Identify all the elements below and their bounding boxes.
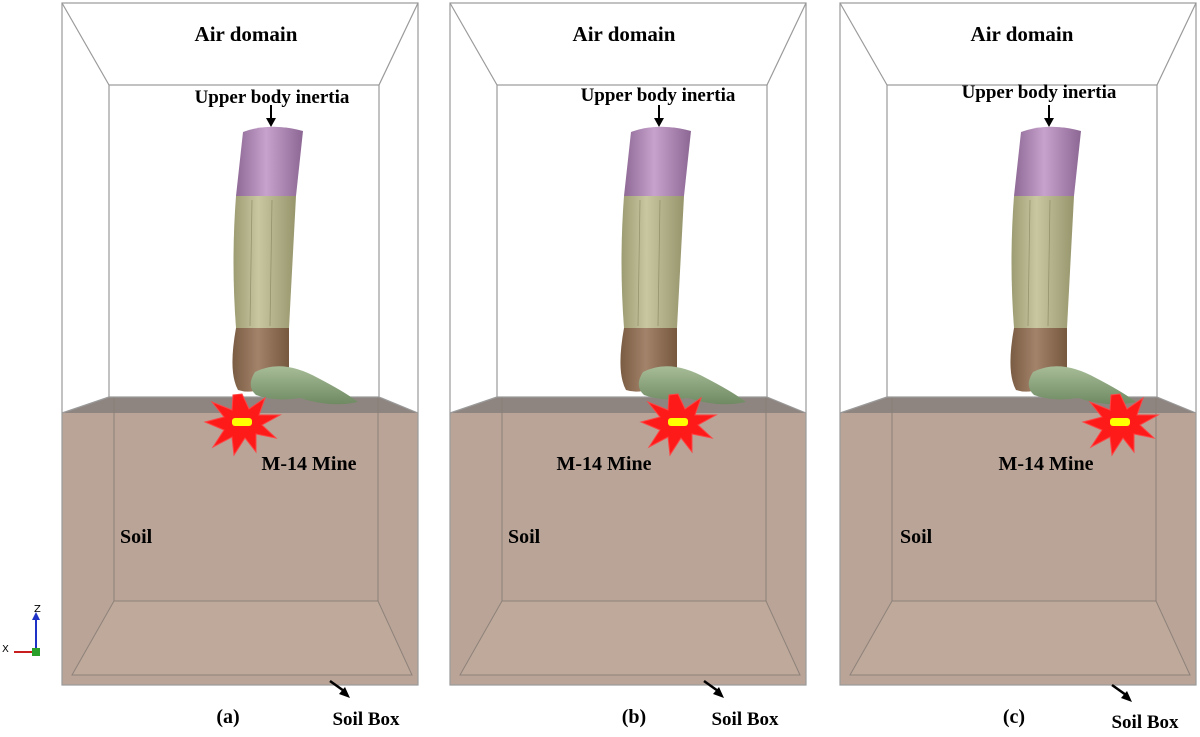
- mine-explosion: [1081, 393, 1160, 457]
- soil-label: Soil: [120, 526, 153, 548]
- panel-b: Air domain Upper body inertia M-14 Mine …: [449, 2, 807, 730]
- pointer-arrows: [1044, 105, 1132, 702]
- axis-z-label: Z: [34, 604, 41, 615]
- panel-caption: (a): [216, 706, 239, 728]
- mine-core: [1110, 418, 1130, 426]
- mine-explosion: [203, 393, 282, 457]
- soil-box-label: Soil Box: [1111, 712, 1179, 733]
- soil-label: Soil: [900, 526, 933, 548]
- upper-body-segment: [624, 126, 691, 196]
- air-domain-frame: [449, 2, 807, 686]
- panel-caption: (b): [622, 706, 646, 728]
- upper-body-inertia-label: Upper body inertia: [581, 85, 736, 106]
- soil-block: [840, 397, 1196, 685]
- panel-c: Air domain Upper body inertia M-14 Mine …: [839, 2, 1197, 733]
- leg-model: [620, 126, 746, 405]
- shank-segment: [233, 196, 296, 328]
- upper-body-inertia-label: Upper body inertia: [962, 82, 1117, 103]
- axis-x-label: X: [2, 644, 9, 655]
- upper-body-segment: [236, 126, 303, 196]
- leg-model: [232, 126, 358, 405]
- panel-a: Air domain Upper body inertia M-14 Mine …: [61, 2, 419, 730]
- air-domain-label: Air domain: [971, 22, 1074, 46]
- soil-label: Soil: [508, 526, 541, 548]
- soil-box-label: Soil Box: [711, 709, 779, 730]
- air-domain-frame: [839, 2, 1197, 686]
- upper-body-inertia-label: Upper body inertia: [195, 87, 350, 108]
- mine-core: [668, 418, 688, 426]
- upper-body-segment: [1014, 126, 1081, 196]
- air-domain-frame: [61, 2, 419, 686]
- leg-model: [1010, 126, 1136, 405]
- coordinate-triad: Z X: [2, 604, 41, 656]
- mine-core: [232, 418, 252, 426]
- mine-explosion: [639, 393, 718, 457]
- shank-segment: [621, 196, 684, 328]
- pointer-arrows: [654, 105, 724, 698]
- pointer-arrows: [266, 105, 350, 698]
- air-domain-label: Air domain: [573, 22, 676, 46]
- mine-label: M-14 Mine: [262, 453, 357, 475]
- air-domain-label: Air domain: [195, 22, 298, 46]
- panel-caption: (c): [1003, 706, 1025, 728]
- mine-label: M-14 Mine: [999, 453, 1094, 475]
- foot-segment: [638, 366, 746, 405]
- foot-segment: [250, 366, 358, 405]
- soil-block: [450, 397, 806, 685]
- mine-label: M-14 Mine: [557, 453, 652, 475]
- foot-segment: [1028, 366, 1136, 405]
- soil-box-label: Soil Box: [332, 709, 400, 730]
- shank-segment: [1011, 196, 1074, 328]
